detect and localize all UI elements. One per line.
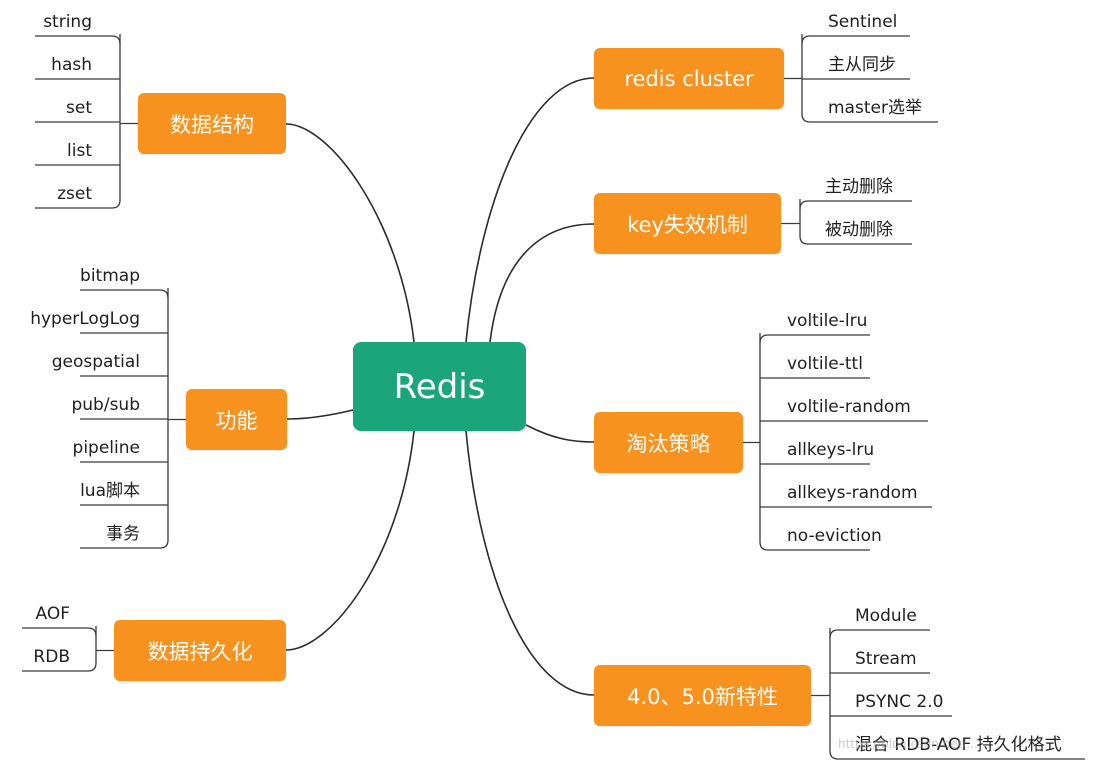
edge-root-to-eviction xyxy=(525,424,595,443)
leaf-eviction-2[interactable]: voltile-random xyxy=(787,397,911,417)
edge-root-to-persistence xyxy=(285,430,415,651)
edge-root-to-features xyxy=(286,409,354,420)
leaf-data-structures-3[interactable]: list xyxy=(67,141,92,161)
root-node[interactable]: Redis xyxy=(353,342,526,431)
leaf-new-features-2[interactable]: PSYNC 2.0 xyxy=(855,692,944,712)
leaf-line-data-structures-0 xyxy=(35,35,121,45)
leaf-eviction-0[interactable]: voltile-lru xyxy=(787,311,868,331)
leaf-features-1[interactable]: hyperLogLog xyxy=(30,309,140,329)
leaf-redis-cluster-1[interactable]: 主从同步 xyxy=(828,55,896,75)
leaf-line-data-structures-4 xyxy=(35,199,121,209)
leaf-line-redis-cluster-2 xyxy=(801,113,938,123)
leaf-line-key-expiry-0 xyxy=(799,200,912,210)
leaf-redis-cluster-2[interactable]: master选举 xyxy=(828,98,922,118)
leaf-data-structures-4[interactable]: zset xyxy=(57,184,92,204)
leaf-line-redis-cluster-0 xyxy=(801,35,910,45)
leaf-redis-cluster-0[interactable]: Sentinel xyxy=(828,12,898,32)
edge-root-to-key-expiry xyxy=(489,223,595,343)
leaf-persistence-0[interactable]: AOF xyxy=(35,604,71,624)
leaf-line-key-expiry-1 xyxy=(799,235,912,245)
branch-node-new-features[interactable]: 4.0、5.0新特性 xyxy=(594,665,811,726)
edge-group xyxy=(22,34,1085,760)
branch-node-redis-cluster[interactable]: redis cluster xyxy=(594,48,784,109)
leaf-new-features-3[interactable]: 混合 RDB-AOF 持久化格式 xyxy=(855,735,1062,755)
edge-root-to-new-features xyxy=(465,430,595,696)
leaf-features-3[interactable]: pub/sub xyxy=(71,395,140,415)
leaf-data-structures-0[interactable]: string xyxy=(43,12,92,32)
leaf-features-2[interactable]: geospatial xyxy=(51,352,140,372)
leaf-line-persistence-0 xyxy=(22,627,97,637)
leaf-features-6[interactable]: 事务 xyxy=(106,524,140,544)
branch-node-features[interactable]: 功能 xyxy=(186,389,287,450)
leaf-line-persistence-1 xyxy=(22,662,97,672)
branch-node-data-structures[interactable]: 数据结构 xyxy=(138,93,286,154)
leaf-eviction-5[interactable]: no-eviction xyxy=(787,526,882,546)
leaf-features-5[interactable]: lua脚本 xyxy=(80,481,140,501)
leaf-data-structures-1[interactable]: hash xyxy=(51,55,92,75)
leaf-new-features-1[interactable]: Stream xyxy=(855,649,917,669)
leaf-features-4[interactable]: pipeline xyxy=(72,438,140,458)
leaf-eviction-1[interactable]: voltile-ttl xyxy=(787,354,863,374)
leaf-line-new-features-3 xyxy=(829,750,1085,760)
branch-node-persistence[interactable]: 数据持久化 xyxy=(114,620,286,681)
leaf-line-eviction-5 xyxy=(759,541,870,551)
leaf-line-features-0 xyxy=(80,289,169,299)
leaf-data-structures-2[interactable]: set xyxy=(66,98,92,118)
edge-root-to-data-structures xyxy=(285,123,415,343)
leaf-new-features-0[interactable]: Module xyxy=(855,606,917,626)
leaf-key-expiry-1[interactable]: 被动删除 xyxy=(825,220,893,240)
leaf-line-eviction-0 xyxy=(759,334,870,344)
edge-root-to-redis-cluster xyxy=(465,77,595,343)
leaf-persistence-1[interactable]: RDB xyxy=(33,647,70,667)
leaf-line-features-6 xyxy=(80,539,169,549)
leaf-features-0[interactable]: bitmap xyxy=(80,266,140,286)
leaf-eviction-3[interactable]: allkeys-lru xyxy=(787,440,875,460)
branch-node-key-expiry[interactable]: key失效机制 xyxy=(594,193,781,254)
watermark: https://blog.csdn.net/... xyxy=(838,737,978,751)
branch-node-eviction[interactable]: 淘汰策略 xyxy=(594,412,743,473)
leaf-line-new-features-0 xyxy=(829,629,930,639)
leaf-eviction-4[interactable]: allkeys-random xyxy=(787,483,918,503)
leaf-key-expiry-0[interactable]: 主动删除 xyxy=(825,177,893,197)
